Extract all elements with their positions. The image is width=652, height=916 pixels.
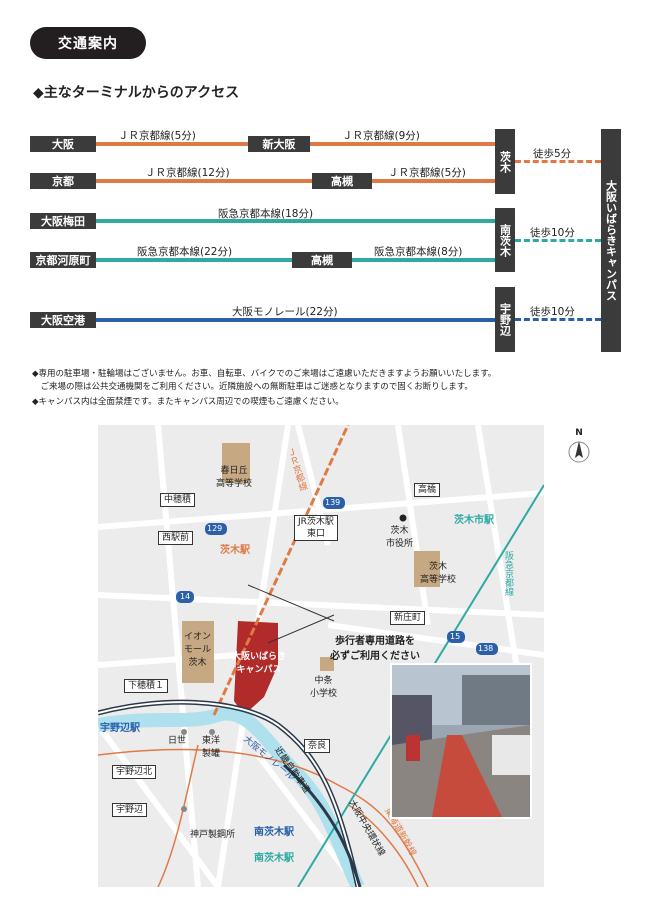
nissei-label: 日世 <box>168 736 187 746</box>
note-line: ◆専用の駐車場・駐輪場はございません。お車、自転車、バイクでのご来場はご遠慮いた… <box>32 369 497 379</box>
route-139: 139 <box>325 498 341 507</box>
pedestrian-notice: 歩行者専用道路を 必ずご利用ください <box>330 636 420 662</box>
station-takatsuki: 高槻 <box>292 252 352 268</box>
station-minami-ibaraki: 南茨木 <box>495 208 515 272</box>
station-unobe-label: 宇野辺 <box>498 303 512 336</box>
station-kyoto: 京都 <box>30 173 96 189</box>
campus-box: 大阪いばらきキャンパス <box>601 129 621 352</box>
station-unobe: 宇野辺 <box>495 287 515 352</box>
route-138: 138 <box>478 644 494 653</box>
north-arrow: N <box>568 428 590 468</box>
unobe-kita-tag: 宇野辺北 <box>112 765 157 779</box>
route-label: 阪急京都本線(22分) <box>137 246 233 258</box>
route-label: 阪急京都本線(18分) <box>218 208 314 220</box>
minami-ibaraki-station-label: 南茨木駅 <box>254 827 294 838</box>
station-ibaraki: 茨木 <box>495 129 515 194</box>
route-label: 阪急京都本線(8分) <box>374 246 463 258</box>
note-line: ◆キャンパス内は全面禁煙です。またキャンパス周辺での喫煙もご遠慮ください。 <box>32 397 344 407</box>
unobe-station-label: 宇野辺駅 <box>100 723 140 734</box>
campus-label: 大阪いばらきキャンパス <box>604 180 618 301</box>
ibaraki-shi-station-label: 茨木市駅 <box>454 515 494 526</box>
station-osaka-umeda: 大阪梅田 <box>30 213 96 229</box>
walk-line <box>515 239 601 242</box>
chujo-block <box>320 657 334 671</box>
route-label: ＪＲ京都線(5分) <box>388 167 466 179</box>
station-takatsuki: 高槻 <box>312 173 372 189</box>
unobe-tag: 宇野辺 <box>112 803 148 817</box>
hankyu-line <box>352 258 495 262</box>
ibaraki-station-label: 茨木駅 <box>220 545 250 556</box>
monorail-line <box>96 318 495 322</box>
route-15: 15 <box>450 632 461 641</box>
kasugaoka-block <box>222 443 250 483</box>
north-label: N <box>575 428 583 438</box>
kobe-steel-label: 神戸製鋼所 <box>190 830 236 840</box>
walk-time: 徒歩10分 <box>530 306 575 318</box>
station-osaka-airport: 大阪空港 <box>30 312 96 328</box>
minami-ibaraki-station-label-hankyu: 南茨木駅 <box>254 853 294 864</box>
station-ibaraki-label: 茨木 <box>498 150 512 173</box>
aeon-label: イオン モール 茨木 <box>184 632 212 668</box>
route-129: 129 <box>207 524 223 533</box>
note-line: ご来場の際は公共交通機関をご利用ください。近隣施設への無断駐車はご迷惑となります… <box>32 382 473 392</box>
section-title: 交通案内 <box>30 27 146 59</box>
ibaraki-hs-block <box>414 551 440 587</box>
campus-map-label: 大阪いばらき キャンパス <box>232 652 287 675</box>
station-osaka: 大阪 <box>30 136 96 152</box>
route-14: 14 <box>180 592 191 601</box>
station-minami-ibaraki-label: 南茨木 <box>498 223 512 257</box>
route-label: ＪＲ京都線(5分) <box>118 130 196 142</box>
route-label: ＪＲ京都線(9分) <box>342 130 420 142</box>
route-label: 大阪モノレール(22分) <box>232 306 338 318</box>
takahashi-tag: 高橋 <box>414 483 441 497</box>
route-label: ＪＲ京都線(12分) <box>145 167 230 179</box>
toyo-label: 東洋 製罐 <box>202 736 221 759</box>
jr-line <box>310 142 495 146</box>
hankyu-line <box>96 219 495 223</box>
map-roads <box>98 425 544 887</box>
city-hall-label: 茨木 市役所 <box>386 526 414 549</box>
nishiekimae-tag: 西駅前 <box>158 531 194 545</box>
hankyu-line <box>96 258 292 262</box>
station-kyoto-kawaramachi: 京都河原町 <box>30 252 96 268</box>
shinjo-tag: 新庄町 <box>390 611 426 625</box>
chujo-label: 中条 小学校 <box>310 676 338 699</box>
walk-time: 徒歩5分 <box>533 148 572 160</box>
jr-line <box>96 142 248 146</box>
jr-east-exit-tag: JR茨木駅 東口 <box>294 515 338 541</box>
compass-icon <box>568 441 590 463</box>
walk-time: 徒歩10分 <box>530 227 575 239</box>
pedestrian-path-photo <box>390 663 532 819</box>
hankyu-line-label: 阪急京都線 <box>503 551 513 596</box>
photo-image <box>392 665 530 817</box>
station-shin-osaka: 新大阪 <box>248 136 310 152</box>
walk-line <box>515 160 601 163</box>
nara-tag: 奈良 <box>304 739 331 753</box>
nakahozumi-tag: 中穂積 <box>160 493 196 507</box>
jr-line <box>96 179 312 183</box>
kasugaoka-label: 春日丘 高等学校 <box>216 466 253 489</box>
walk-line <box>515 318 601 321</box>
access-subtitle: ◆主なターミナルからのアクセス <box>33 85 240 101</box>
shimohozumi-tag: 下穂積１ <box>124 679 169 693</box>
aeon-block <box>182 621 214 683</box>
ibaraki-hs-label: 茨木 高等学校 <box>420 562 457 585</box>
jr-line <box>372 179 495 183</box>
